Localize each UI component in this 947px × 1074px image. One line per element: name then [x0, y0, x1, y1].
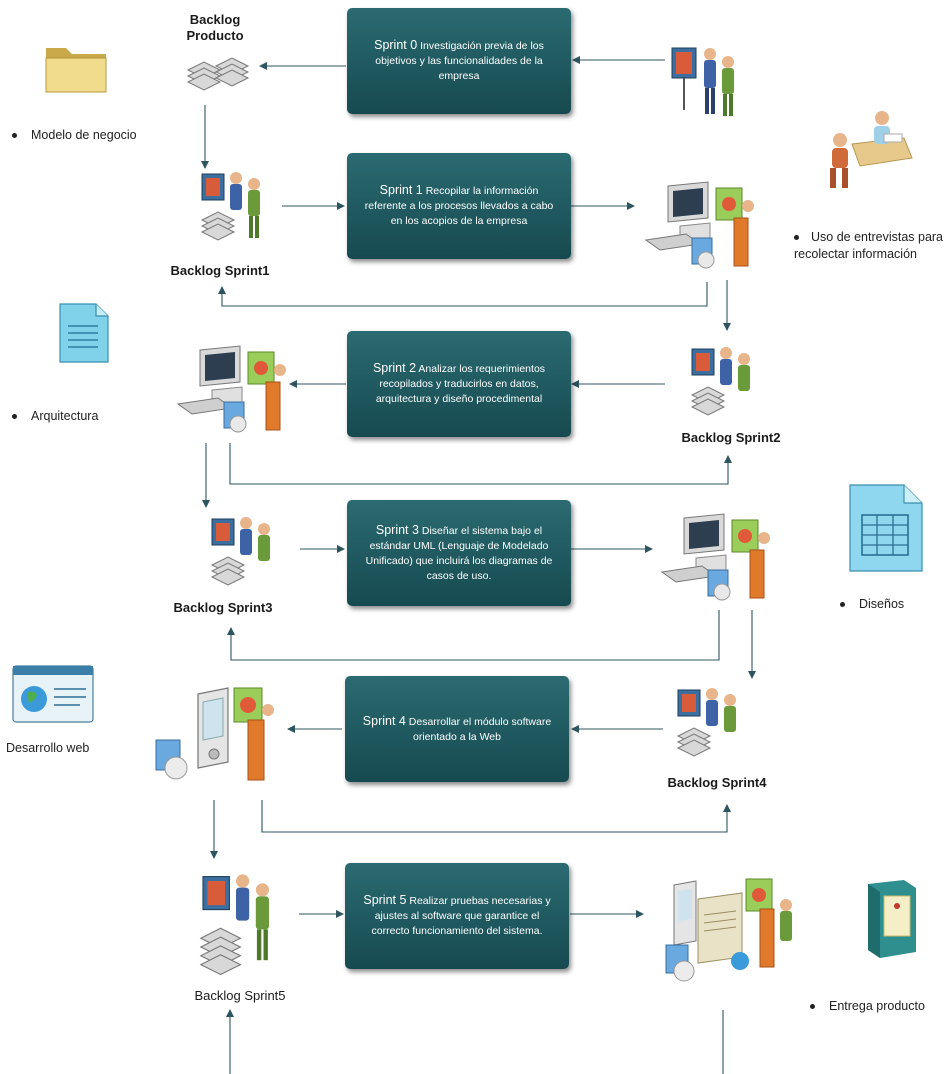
folder-icon [45, 48, 107, 93]
sprint-3-box: Sprint 3 Diseñar el sistema bajo el está… [347, 500, 571, 606]
sprint-2-title: Sprint 2 [372, 361, 417, 375]
backlog-presenter-icon [200, 172, 260, 241]
sprint-1-text: Recopilar la información referente a los… [364, 185, 554, 227]
sprint-4-title: Sprint 4 [362, 713, 406, 728]
bullet-icon [810, 1004, 815, 1010]
sprint-5-box: Sprint 5 Realizar pruebas necesarias y a… [345, 863, 569, 969]
backlog-producto-label: Backlog Producto [186, 12, 244, 43]
note-entrevistas: Uso de entrevistas para recolectar infor… [794, 230, 944, 261]
bullet-icon [840, 602, 845, 608]
backlog-presenter-icon [676, 688, 736, 757]
note-modelo-negocio: Modelo de negocio [12, 127, 137, 144]
sprint-1-title: Sprint 1 [379, 183, 423, 197]
note-entrega-producto: Entrega producto [810, 998, 925, 1015]
backlog-stack-icon [186, 57, 250, 91]
sprint-0-box: Sprint 0 Investigación previa de los obj… [347, 8, 571, 114]
backlog-sprint5-label: Backlog Sprint5 [194, 988, 286, 1003]
backlog-sprint2-label: Backlog Sprint2 [681, 430, 781, 445]
server-workstation-icon [665, 878, 792, 982]
table-icon [849, 484, 923, 572]
note-disenos: Diseños [840, 596, 904, 613]
interview-icon [830, 111, 913, 188]
sprint-2-box: Sprint 2 Analizar los requerimientos rec… [347, 331, 571, 437]
note-arquitectura: Arquitectura [12, 408, 98, 425]
loop-sprint4 [261, 800, 731, 833]
sprint-0-text: Investigación previa de los objetivos y … [375, 40, 544, 82]
sprint-1-box: Sprint 1 Recopilar la información refere… [347, 153, 571, 259]
sprint-2-text: Analizar los requerimientos recopilados … [375, 363, 546, 405]
backlog-sprint4-label: Backlog Sprint4 [667, 775, 767, 790]
backlog-sprint3-label: Backlog Sprint3 [173, 600, 273, 615]
pda-workstation-icon [155, 687, 274, 781]
loop-sprint1 [218, 282, 708, 307]
document-icon [59, 303, 109, 363]
sprint-3-text: Diseñar el sistema bajo el estándar UML … [365, 524, 553, 582]
sprint-5-text: Realizar pruebas necesarias y ajustes al… [371, 895, 551, 937]
browser-window-icon [12, 665, 94, 723]
loop-sprint2 [229, 443, 732, 485]
backlog-presenter-icon [199, 874, 269, 976]
sprint-5-title: Sprint 5 [363, 893, 407, 907]
computer-workstation-icon [644, 181, 754, 269]
backlog-presenter-icon [690, 347, 750, 416]
bullet-icon [12, 414, 17, 420]
sprint-4-text: Desarrollar el módulo software orientado… [408, 715, 552, 743]
computer-workstation-icon [660, 513, 770, 601]
backlog-sprint1-label: Backlog Sprint1 [170, 263, 270, 278]
sprint-3-title: Sprint 3 [375, 522, 419, 537]
bullet-icon [12, 133, 17, 139]
computer-workstation-icon [176, 345, 286, 433]
sprint-4-box: Sprint 4 Desarrollar el módulo software … [345, 676, 569, 782]
sprint-0-title: Sprint 0 [374, 38, 418, 52]
server-icon [868, 880, 916, 958]
note-desarrollo-web: Desarrollo web [6, 741, 90, 755]
presenter-icon [671, 47, 734, 116]
bullet-icon [794, 235, 799, 241]
backlog-presenter-icon [210, 517, 270, 586]
loop-sprint3 [227, 610, 720, 661]
